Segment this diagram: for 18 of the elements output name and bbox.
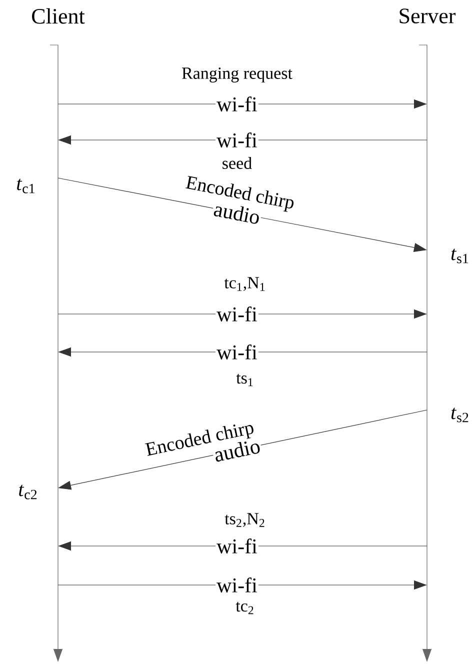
participant-label: Client (32, 8, 85, 24)
message-label: ts$_{1}$ (236, 374, 253, 386)
participant-label: Server (400, 8, 456, 24)
edge-label: wi-fi (216, 576, 258, 594)
message-label: Ranging request (182, 68, 292, 82)
edge-label: wi-fi (216, 306, 258, 322)
message-label: seed (222, 157, 252, 169)
message-label: tc$_{1}$,N$_{1}$ (224, 277, 265, 291)
edge-label: wi-fi (216, 344, 258, 360)
edge-label: wi-fi (216, 132, 258, 148)
time-label: t$_{s1}$ (451, 248, 468, 264)
message-label: tc$_{2}$ (236, 602, 254, 614)
edge-label: wi-fi (216, 96, 258, 112)
time-label: t$_{c1}$ (17, 178, 34, 194)
edge-label: wi-fi (216, 538, 258, 554)
message-label: ts$_{2}$,N$_{2}$ (224, 513, 264, 527)
time-label: t$_{s2}$ (451, 408, 468, 422)
time-label: t$_{c2}$ (19, 484, 37, 500)
